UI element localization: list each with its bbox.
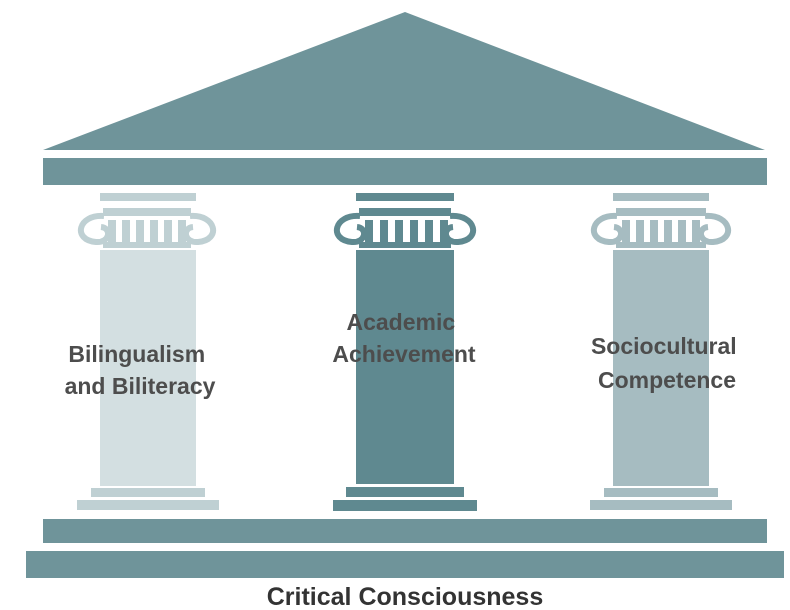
pillar-left-plinth-bottom bbox=[77, 500, 219, 510]
foundation-step-top bbox=[43, 519, 767, 543]
pillar-label-academic: Academic Achievement bbox=[332, 309, 476, 367]
roof-pediment bbox=[43, 12, 765, 150]
pillar-label-sociocultural-line1: Sociocultural bbox=[591, 333, 737, 359]
pillar-right-abacus bbox=[613, 193, 709, 201]
pillar-label-bilingualism-line2: and Biliteracy bbox=[65, 373, 216, 399]
pillar-right-plinth-bottom bbox=[590, 500, 732, 510]
foundation-step-bottom bbox=[26, 551, 784, 578]
pillar-label-bilingualism: Bilingualism and Biliteracy bbox=[65, 341, 216, 399]
pillar-label-academic-line2: Achievement bbox=[332, 341, 476, 367]
pillar-center-capital-icon bbox=[333, 208, 477, 248]
pillar-left-shaft bbox=[100, 250, 196, 486]
pillar-center-plinth-top bbox=[346, 487, 464, 497]
entablature-beam bbox=[43, 158, 767, 185]
pillar-right bbox=[590, 193, 732, 510]
pillar-left-plinth-top bbox=[91, 488, 205, 497]
pillar-left-capital-icon bbox=[77, 208, 217, 248]
pillar-right-plinth-top bbox=[604, 488, 718, 497]
pillar-label-sociocultural-line2: Competence bbox=[598, 367, 736, 393]
pillar-label-bilingualism-line1: Bilingualism bbox=[68, 341, 205, 367]
pillar-center-shaft bbox=[356, 250, 454, 484]
foundation-label: Critical Consciousness bbox=[267, 583, 543, 610]
pillar-left bbox=[77, 193, 219, 510]
pillar-label-sociocultural: Sociocultural Competence bbox=[591, 333, 743, 393]
pillar-center bbox=[333, 193, 477, 511]
pillar-right-shaft bbox=[613, 250, 709, 486]
pillar-label-academic-line1: Academic bbox=[346, 309, 455, 335]
pillar-left-abacus bbox=[100, 193, 196, 201]
pillar-center-plinth-bottom bbox=[333, 500, 477, 511]
pillar-right-capital-icon bbox=[590, 208, 732, 248]
pillar-center-abacus bbox=[356, 193, 454, 201]
